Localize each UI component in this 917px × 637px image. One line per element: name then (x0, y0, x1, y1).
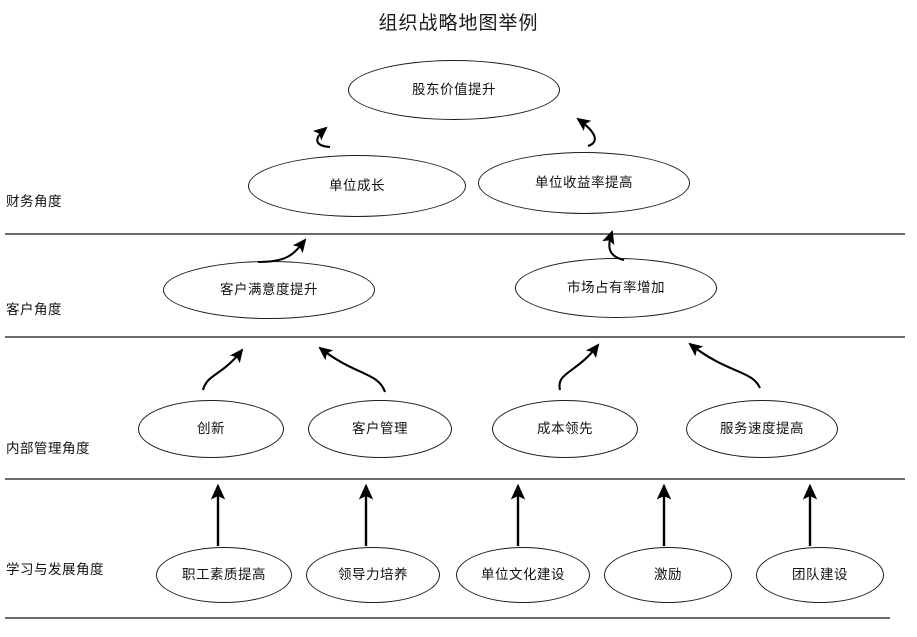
arrow-service-speed-to-market-share (688, 342, 761, 389)
perspective-label-customer: 客户角度 (6, 302, 62, 318)
perspective-label-financial: 财务角度 (6, 194, 62, 210)
node-market-share[interactable]: 市场占有率增加 (515, 258, 717, 318)
node-service-speed[interactable]: 服务速度提高 (686, 400, 838, 458)
arrow-unit-growth-to-shareholder-value (312, 126, 331, 149)
node-cost-leadership[interactable]: 成本领先 (492, 400, 638, 458)
node-culture-building[interactable]: 单位文化建设 (456, 547, 590, 603)
node-unit-growth[interactable]: 单位成长 (248, 155, 466, 217)
page-title: 组织战略地图举例 (378, 12, 539, 34)
perspective-label-learning: 学习与发展角度 (6, 562, 104, 578)
arrow-innovation-to-customer-satisfaction (201, 348, 244, 391)
arrow-market-share-to-unit-profit-rate (602, 230, 625, 262)
arrow-cost-leadership-to-market-share (558, 343, 600, 391)
node-customer-management[interactable]: 客户管理 (308, 400, 452, 458)
node-staff-quality[interactable]: 职工素质提高 (156, 547, 292, 603)
node-shareholder-value[interactable]: 股东价值提升 (348, 60, 560, 120)
arrow-customer-satisfaction-to-unit-growth (257, 238, 307, 264)
node-unit-profit-rate[interactable]: 单位收益率提高 (478, 152, 690, 214)
perspective-label-internal: 内部管理角度 (6, 441, 90, 457)
node-innovation[interactable]: 创新 (138, 400, 284, 458)
arrow-unit-profit-rate-to-shareholder-value (576, 117, 596, 147)
node-team-building[interactable]: 团队建设 (756, 547, 884, 603)
node-incentive[interactable]: 激励 (604, 547, 732, 603)
arrow-customer-management-to-customer-satisfaction (318, 346, 386, 393)
node-leadership-development[interactable]: 领导力培养 (306, 547, 440, 603)
node-customer-satisfaction[interactable]: 客户满意度提升 (163, 261, 375, 319)
